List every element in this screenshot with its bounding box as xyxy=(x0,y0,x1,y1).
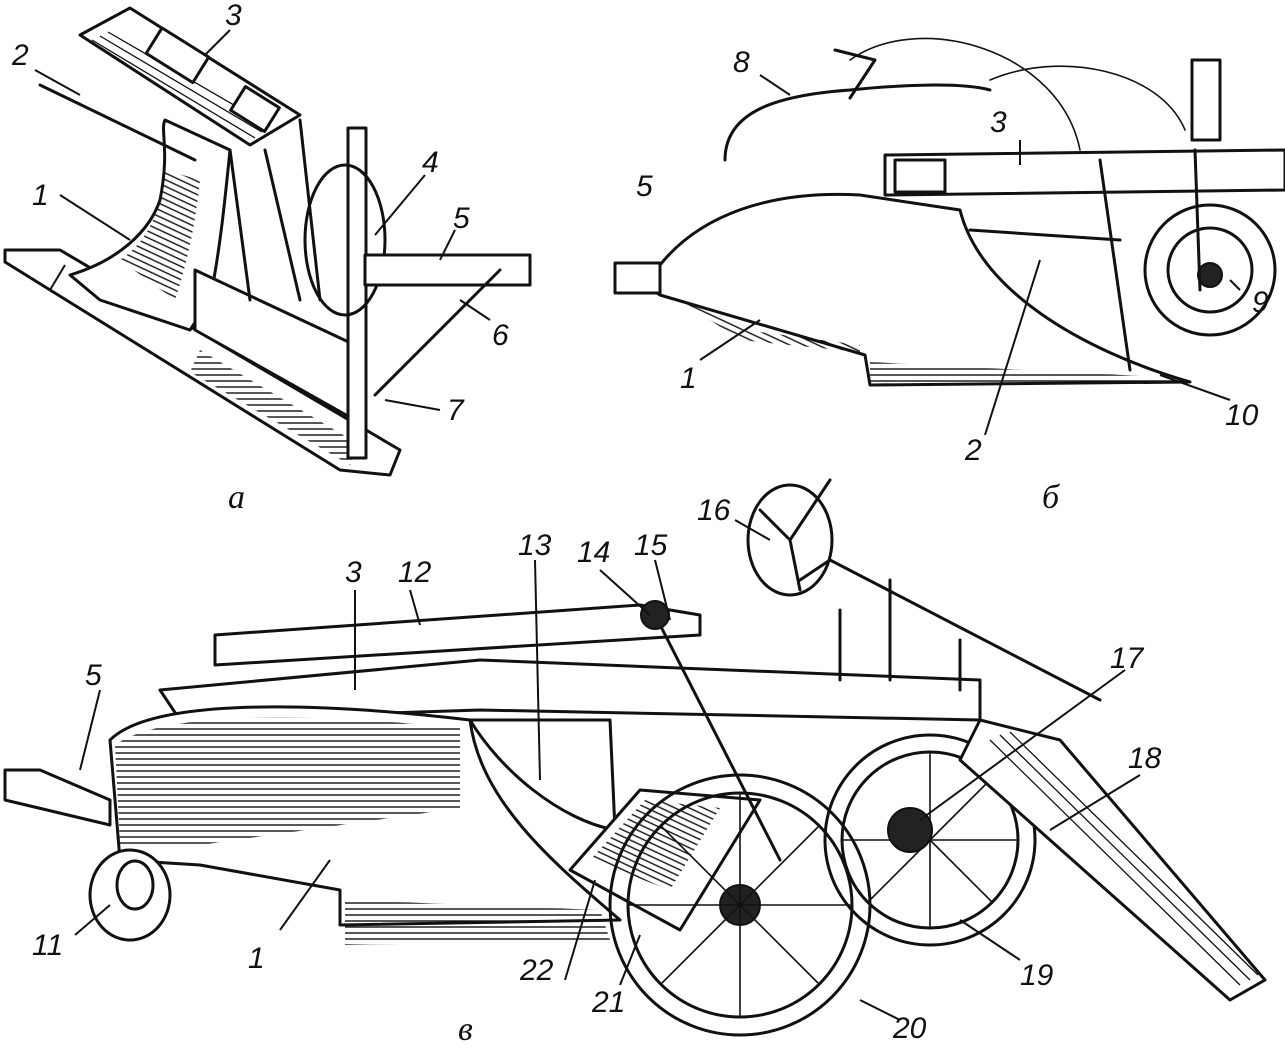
hub-17 xyxy=(887,807,933,853)
rod-6 xyxy=(373,268,502,397)
label-v-11: 11 xyxy=(32,929,63,962)
label-a-5: 5 xyxy=(453,202,470,235)
label-b-5: 5 xyxy=(636,170,653,203)
labels-panel-b: 1 2 3 5 8 9 10 б xyxy=(636,46,1269,516)
label-v-14: 14 xyxy=(577,536,610,569)
label-v-21: 21 xyxy=(591,986,625,1019)
label-b-8: 8 xyxy=(733,46,750,79)
label-b-10: 10 xyxy=(1225,399,1259,432)
label-b-1: 1 xyxy=(680,362,697,395)
post xyxy=(346,126,368,460)
label-v-1: 1 xyxy=(248,942,265,975)
panel-b-drawing xyxy=(613,37,1285,387)
labels-panel-v: 1 3 5 11 12 13 14 15 16 17 18 19 20 21 2… xyxy=(32,494,1162,1048)
handle-8 xyxy=(723,83,992,162)
label-b-9: 9 xyxy=(1252,286,1269,319)
label-v-18: 18 xyxy=(1128,742,1162,775)
wheel-19 xyxy=(823,733,1037,947)
label-v-13: 13 xyxy=(518,529,552,562)
clamp-plate xyxy=(144,26,211,85)
label-a-7: 7 xyxy=(447,394,465,427)
caption-b: б xyxy=(1042,479,1061,516)
beam-3 xyxy=(883,148,1285,197)
label-v-16: 16 xyxy=(697,494,731,527)
labels-panel-a: 1 2 3 4 5 6 7 а xyxy=(11,0,509,516)
lever-pivot-14 xyxy=(640,600,670,630)
label-a-1: 1 xyxy=(32,179,49,212)
panel-a-drawing xyxy=(3,6,532,477)
label-a-4: 4 xyxy=(422,146,439,179)
label-b-3: 3 xyxy=(990,106,1007,139)
label-a-3: 3 xyxy=(225,0,242,32)
panel-v-drawing xyxy=(3,478,1267,1037)
label-v-20: 20 xyxy=(892,1012,927,1045)
label-v-15: 15 xyxy=(634,529,668,562)
label-a-6: 6 xyxy=(492,319,509,352)
caption-v: в xyxy=(458,1011,473,1048)
label-v-5: 5 xyxy=(85,659,102,692)
bracket-5 xyxy=(613,261,662,295)
label-a-2: 2 xyxy=(11,39,29,72)
label-v-19: 19 xyxy=(1020,959,1054,992)
leader-lines xyxy=(34,29,1241,1021)
label-v-22: 22 xyxy=(519,954,554,987)
label-v-12: 12 xyxy=(398,556,432,589)
label-v-3: 3 xyxy=(345,556,362,589)
plough-body xyxy=(613,192,1192,387)
caption-a: а xyxy=(228,479,245,516)
cylinder xyxy=(1190,58,1222,142)
label-v-17: 17 xyxy=(1110,642,1145,675)
steering-wheel-16 xyxy=(746,483,834,597)
top-frame-12 xyxy=(213,603,702,667)
bracket-5-v xyxy=(3,768,112,827)
bar-5 xyxy=(363,253,532,287)
label-b-2: 2 xyxy=(964,434,982,467)
mouldboard xyxy=(68,118,232,332)
